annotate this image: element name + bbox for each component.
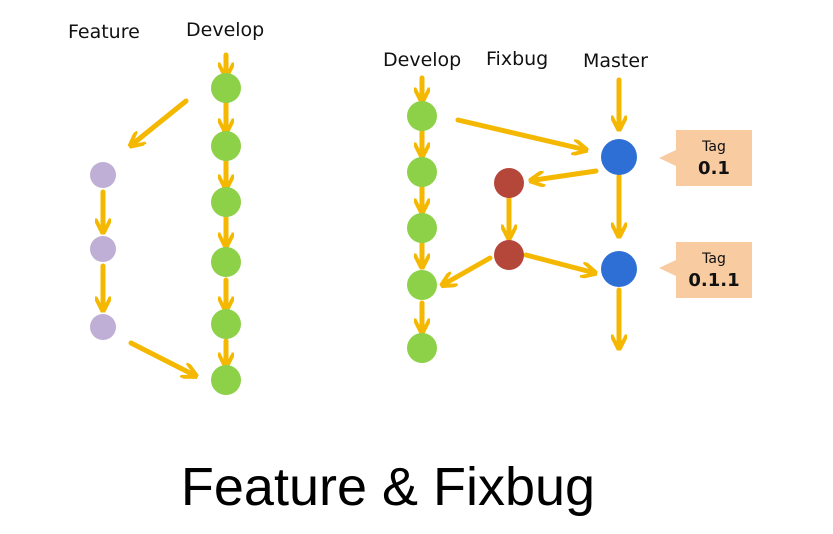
master-commit: [601, 251, 637, 287]
arrow: [134, 98, 189, 143]
develop-commit: [407, 157, 437, 187]
develop-commit: [407, 270, 437, 300]
develop-commit: [407, 333, 437, 363]
develop-commit: [211, 365, 241, 395]
develop-commit: [407, 213, 437, 243]
right-master-commits: [601, 139, 637, 287]
right-master-label: Master: [583, 50, 648, 72]
arrow: [535, 168, 599, 180]
right-cross-arrows: [446, 117, 599, 283]
left-feature-label: Feature: [68, 21, 140, 43]
arrow: [523, 252, 591, 272]
develop-commit: [211, 247, 241, 277]
tag-label: Tag: [701, 251, 726, 267]
develop-commit: [211, 309, 241, 339]
master-commit: [601, 139, 637, 175]
feature-commit: [90, 314, 116, 340]
develop-commit: [211, 73, 241, 103]
develop-commit: [407, 101, 437, 131]
develop-commit: [211, 187, 241, 217]
left-develop-commits: [211, 73, 241, 395]
tag-callout-1: Tag 0.1: [659, 130, 752, 186]
arrow: [455, 117, 582, 149]
feature-commit: [90, 162, 116, 188]
feature-commit: [90, 236, 116, 262]
fixbug-commit: [494, 240, 524, 270]
tag-value: 0.1.1: [688, 270, 739, 291]
fixbug-commit: [494, 168, 524, 198]
tag-callout-2: Tag 0.1.1: [659, 242, 752, 298]
caption-title: Feature & Fixbug: [181, 457, 595, 517]
left-develop-label: Develop: [186, 19, 264, 41]
arrow: [128, 340, 192, 374]
left-feature-arrows: [103, 98, 192, 374]
right-fixbug-commits: [494, 168, 524, 270]
right-fixbug-label: Fixbug: [486, 48, 548, 70]
left-feature-commits: [90, 162, 116, 340]
tag-label: Tag: [701, 139, 726, 155]
develop-commit: [211, 131, 241, 161]
right-develop-commits: [407, 101, 437, 363]
tag-value: 0.1: [698, 158, 730, 179]
right-develop-label: Develop: [383, 49, 461, 71]
arrow: [446, 255, 493, 283]
